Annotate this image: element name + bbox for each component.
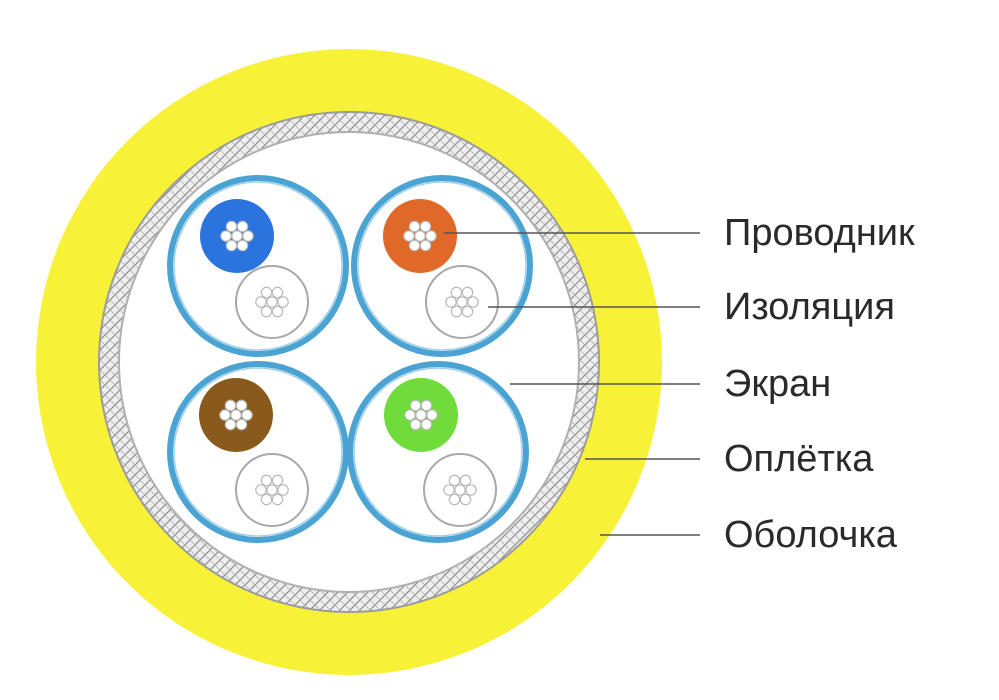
label-shield: Экран bbox=[724, 363, 832, 405]
brown-wire-conductor bbox=[219, 399, 253, 431]
label-conductor: Проводник bbox=[724, 212, 915, 254]
blue-wire-conductor bbox=[220, 220, 254, 252]
orange-wire-conductor bbox=[403, 220, 437, 252]
green-wire-conductor bbox=[404, 399, 438, 431]
pair-shield-inner-line bbox=[357, 181, 527, 351]
pair-shield-inner-line bbox=[353, 367, 523, 537]
pair-top-right bbox=[351, 175, 533, 357]
pair-top-left bbox=[167, 175, 349, 357]
pair-shield-inner-line bbox=[173, 181, 343, 351]
white-wire-conductor bbox=[255, 286, 289, 318]
label-insulation: Изоляция bbox=[724, 286, 895, 328]
white-wire-conductor bbox=[445, 286, 479, 318]
white-wire-conductor bbox=[443, 474, 477, 506]
pair-bottom-right bbox=[347, 361, 529, 543]
white-wire-conductor bbox=[255, 474, 289, 506]
pair-shield-inner-line bbox=[173, 367, 343, 537]
core-area bbox=[118, 131, 580, 593]
label-jacket: Оболочка bbox=[724, 514, 897, 556]
label-braid: Оплётка bbox=[724, 438, 874, 480]
twisted-pairs bbox=[167, 175, 533, 543]
pair-bottom-left bbox=[167, 361, 349, 543]
